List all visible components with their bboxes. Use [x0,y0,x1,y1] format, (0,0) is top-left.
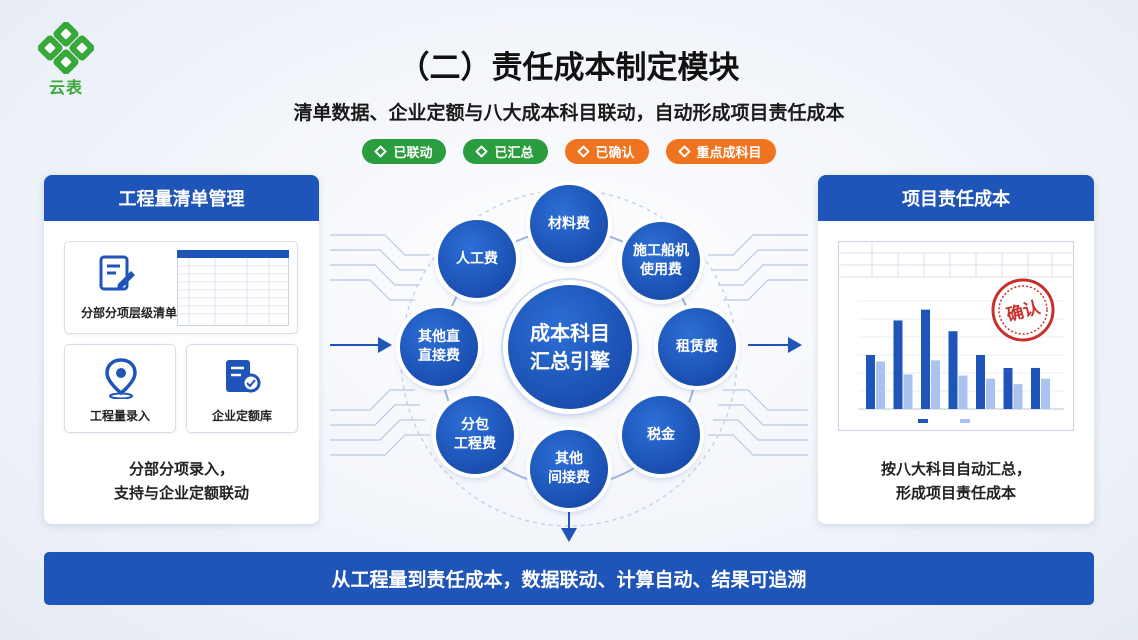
node-line: 其他 [555,451,583,467]
mini-bar [1003,367,1013,409]
node-labor-cost[interactable]: 人工费 [438,220,516,298]
mini-bar [903,374,913,409]
mini-bar [931,360,940,409]
brand-logo: 云表 [38,22,98,97]
node-line: 直接费 [418,348,460,364]
mini-bar [976,355,985,409]
node-line: 材料费 [548,215,590,232]
mini-bar [866,355,875,409]
document-edit-icon [99,255,135,291]
tag-label: 已联动 [393,146,433,161]
panel-desc-line2: 形成项目责任成本 [895,484,1016,502]
mini-bar [986,378,995,409]
card-label: 分部分项层级清单 [80,306,177,320]
mini-bar [1031,367,1040,409]
document-search-icon [226,360,261,393]
hub-line: 成本科目 [530,321,610,345]
page-subtitle: 清单数据、企业定额与八大成本科目联动，自动形成项目责任成本 [293,102,845,124]
card-label: 企业定额库 [211,409,272,423]
tag-key-subject[interactable]: 重点成科目 [665,139,776,164]
node-lease-cost[interactable]: 租赁费 [658,308,736,386]
panel-header: 工程量清单管理 [44,175,319,221]
node-line: 税金 [647,426,675,443]
node-line: 租赁费 [676,338,718,355]
mini-bar [958,375,968,409]
tag-label: 已汇总 [494,146,534,161]
node-machinery-cost[interactable]: 施工船机使用费 [622,222,700,300]
mini-bar [876,361,885,409]
clover-logo-icon [38,22,94,74]
mini-bar [1041,378,1050,409]
mini-list-table [177,250,289,326]
mini-bar-group [866,309,1050,409]
node-other-indirect-cost[interactable]: 其他间接费 [530,430,608,508]
tag-confirmed[interactable]: 已确认 [564,139,649,164]
node-line: 其他直 [418,329,460,345]
node-line: 间接费 [548,470,590,486]
mini-bar [921,309,930,409]
panel-header: 项目责任成本 [818,175,1094,221]
page-title: （二）责任成本制定模块 [398,50,740,86]
tag-linked[interactable]: 已联动 [362,139,447,164]
node-material-cost[interactable]: 材料费 [530,185,608,263]
enterprise-quota-card[interactable]: 企业定额库 [186,344,298,433]
quantity-entry-card[interactable]: 工程量录入 [64,344,176,433]
node-line: 工程费 [454,436,496,452]
tag-label: 重点成科目 [696,146,762,161]
node-line: 施工船机 [633,243,689,259]
node-other-direct-cost[interactable]: 其他直直接费 [400,308,478,386]
tag-label: 已确认 [595,146,635,161]
tag-summarized[interactable]: 已汇总 [463,139,548,164]
confirmed-stamp: 确认 [991,278,1055,342]
project-responsibility-cost-panel: 项目责任成本 确认 按八大科目自动汇总， 形成项目责任成本 [818,175,1094,524]
node-tax[interactable]: 税金 [622,396,700,474]
mini-bar [948,331,958,409]
mini-bar [893,320,903,409]
status-tags: 已联动 已汇总 已确认 重点成科目 [0,139,1138,164]
card-label: 工程量录入 [89,409,150,423]
hub-line: 汇总引擎 [530,349,610,373]
logo-text: 云表 [48,78,83,97]
mini-bar [1013,384,1023,409]
panel-desc-line1: 分部分项录入， [128,460,234,478]
node-subcontract-cost[interactable]: 分包工程费 [436,396,514,474]
summary-engine-hub[interactable]: 成本科目汇总引擎 [508,285,632,409]
node-line: 分包 [461,417,489,433]
bill-of-quantities-panel: 工程量清单管理 分部分项层级清单 工程量录入 [44,175,319,524]
node-line: 人工费 [456,250,498,267]
panel-desc-line1: 按八大科目自动汇总， [880,460,1031,478]
panel-desc-line2: 支持与企业定额联动 [113,484,249,502]
node-line: 使用费 [640,262,682,278]
hierarchical-list-card[interactable]: 分部分项层级清单 [64,241,298,334]
bottom-banner: 从工程量到责任成本，数据联动、计算自动、结果可追溯 [44,552,1094,605]
location-pin-icon [105,358,137,399]
